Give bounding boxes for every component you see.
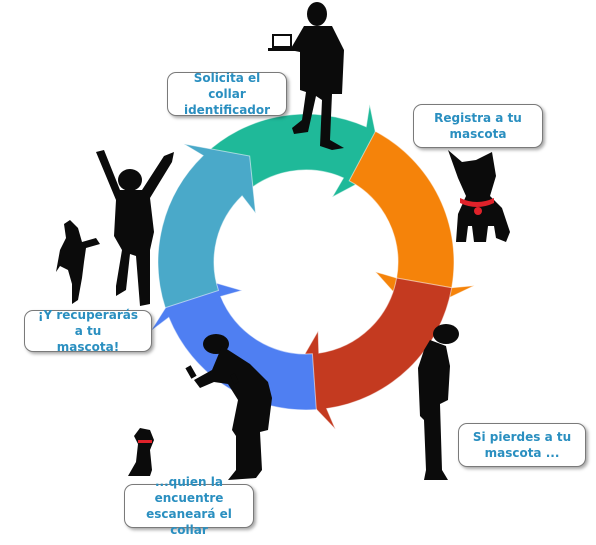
arrow-segment-light-blue (157, 143, 257, 309)
step-callout-register-pet: Registra a tu mascota (413, 104, 543, 148)
step-1-line-2: identificador (183, 103, 271, 117)
step-2-line-1: Registra a tu (434, 111, 522, 125)
step-2-line-2: mascota (449, 127, 507, 141)
step-5-line-1: ¡Y recuperarás a tu (38, 308, 138, 338)
person-scanning-phone-icon (185, 334, 272, 480)
dog-with-collar-icon (448, 150, 510, 242)
step-1-line-1: Solicita el collar (193, 71, 261, 101)
step-3-line-2: mascota ... (484, 446, 560, 460)
step-3-line-1: Si pierdes a tu (472, 430, 572, 444)
man-with-laptop-icon (268, 2, 344, 150)
step-callout-request-collar: Solicita el collar identificador (167, 71, 287, 117)
jumping-dog-icon (56, 220, 100, 304)
sitting-dog-icon (128, 428, 154, 476)
man-looking-down-icon (418, 324, 459, 480)
step-callout-recover-pet: ¡Y recuperarás a tu mascota! (24, 308, 152, 354)
step-4-line-2: escaneará el collar (146, 507, 232, 537)
step-callout-finder-scans: ...quien la encuentre escaneará el colla… (124, 475, 254, 537)
celebrating-man-icon (96, 150, 174, 306)
step-5-line-2: mascota! (56, 340, 120, 354)
arrow-segment-orange (348, 130, 475, 316)
step-4-line-1: ...quien la encuentre (154, 475, 224, 505)
step-callout-lose-pet: Si pierdes a tu mascota ... (458, 423, 586, 467)
